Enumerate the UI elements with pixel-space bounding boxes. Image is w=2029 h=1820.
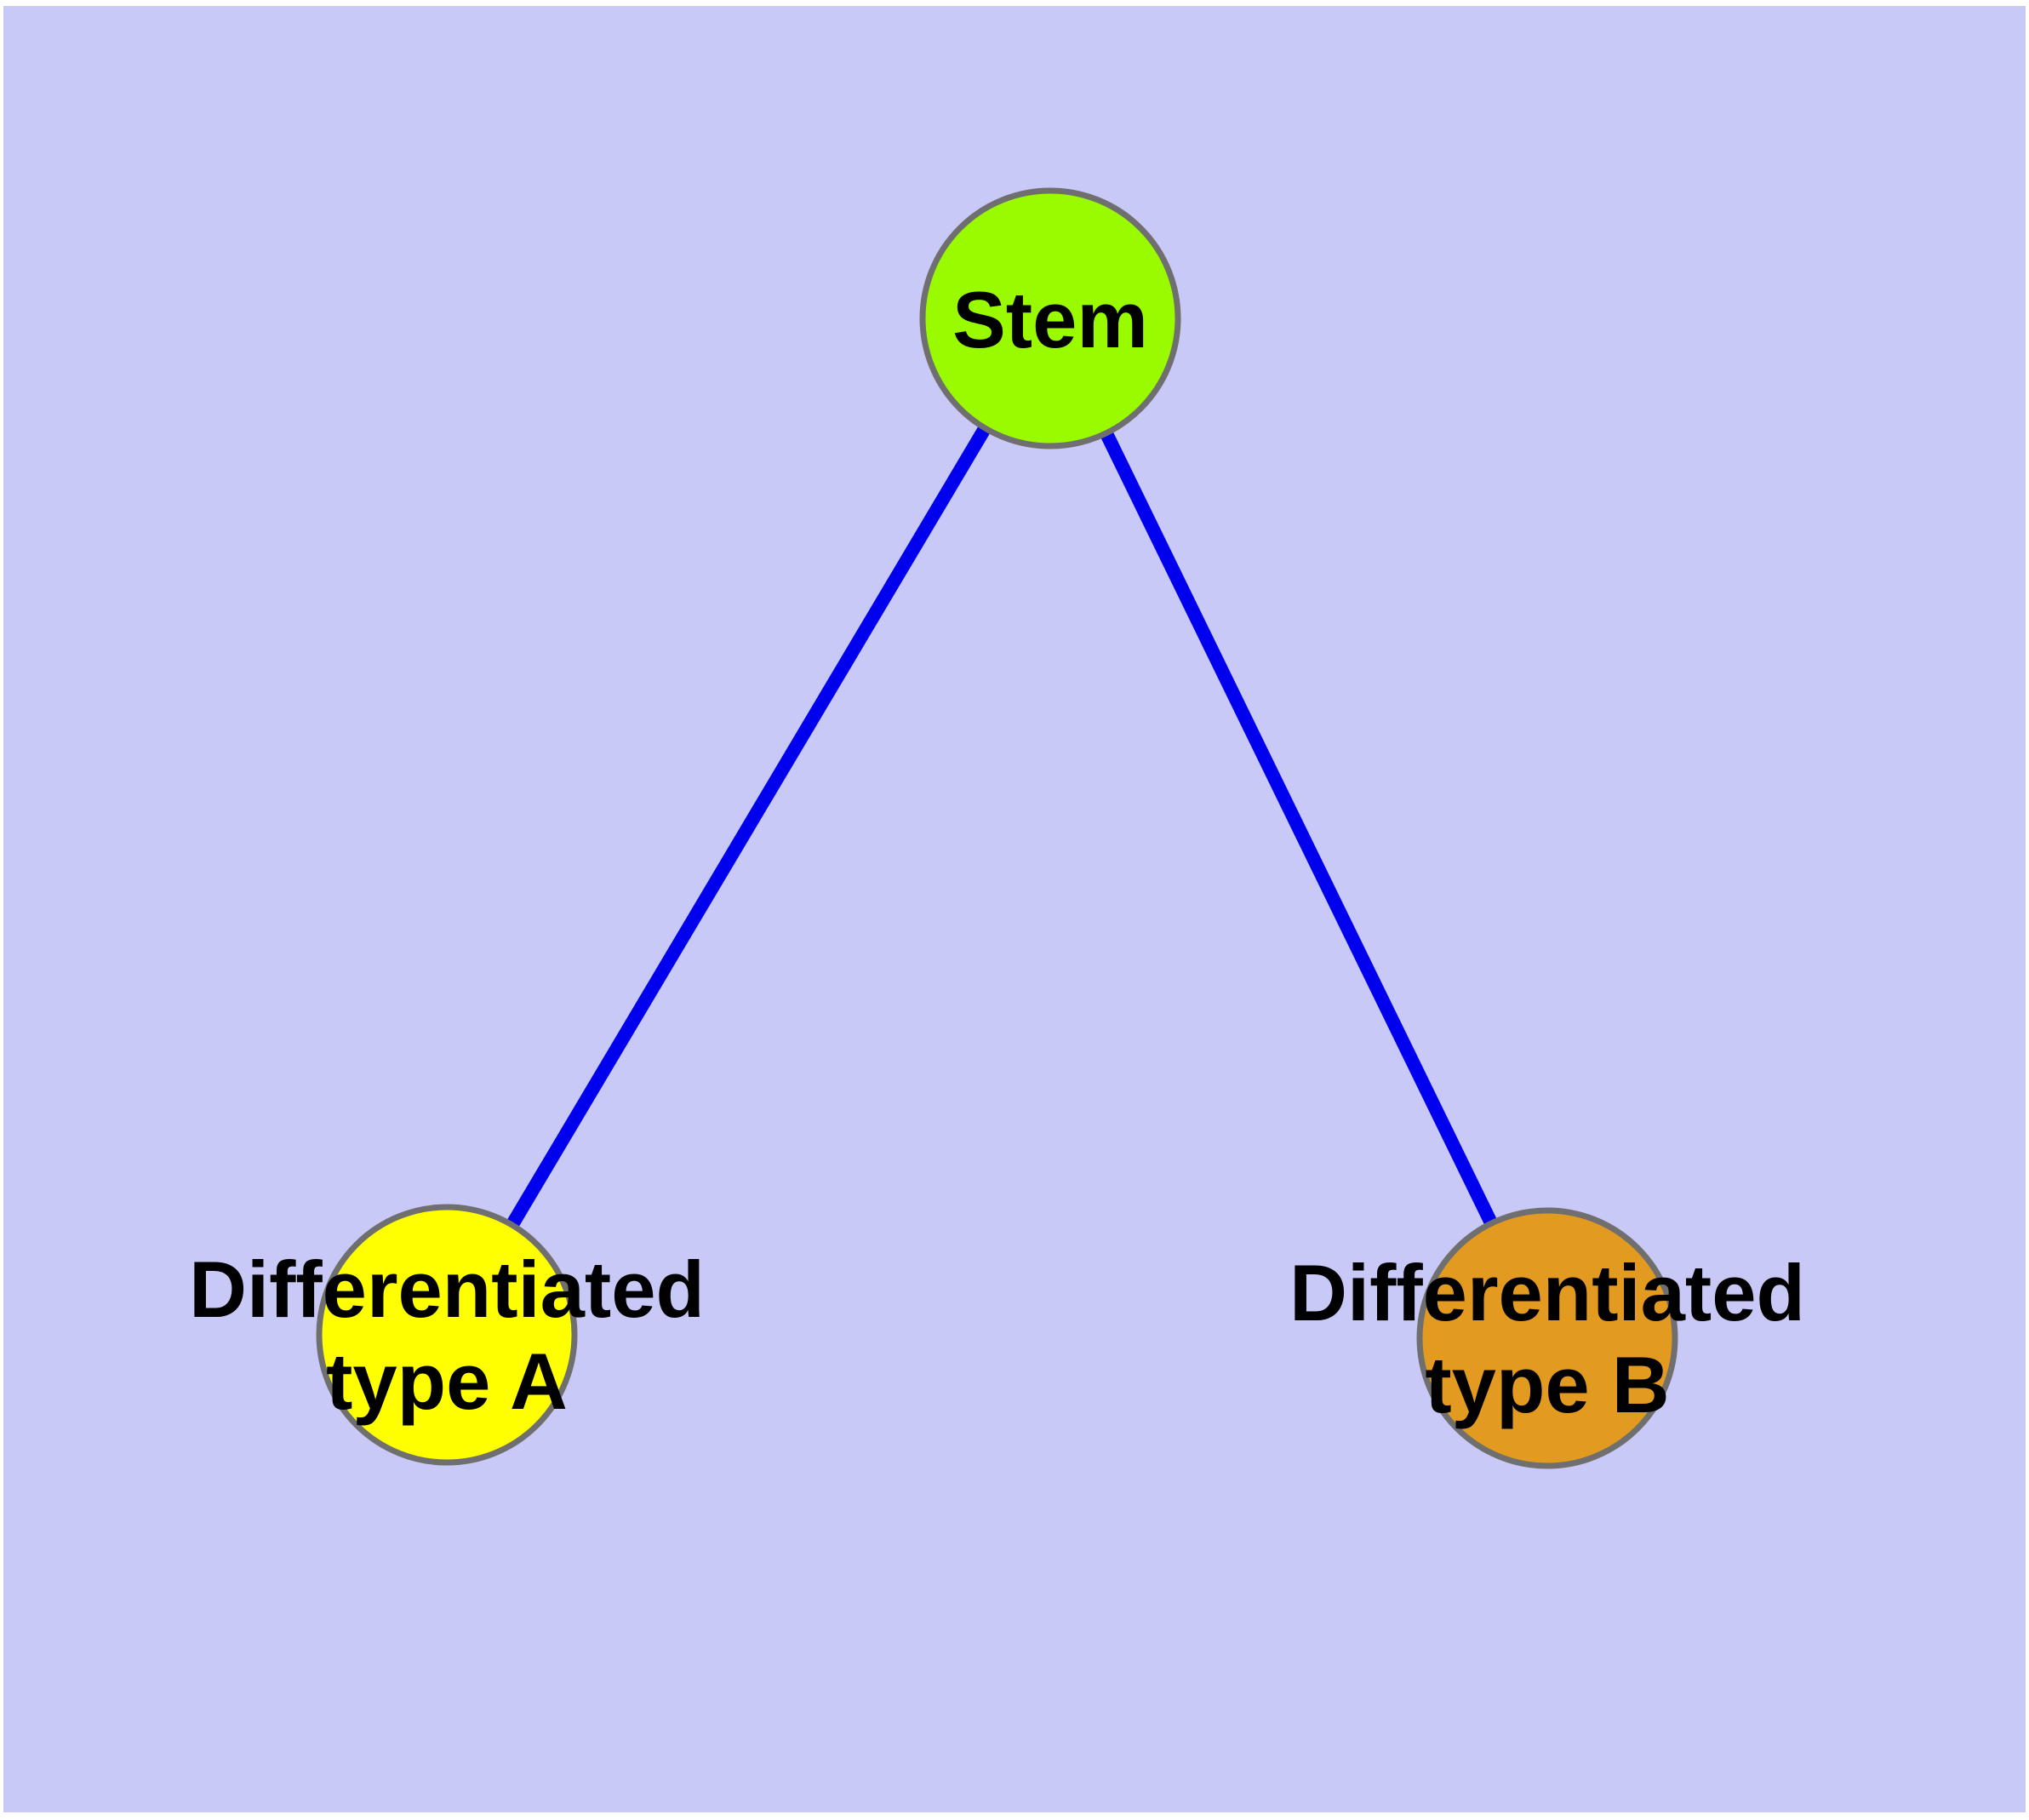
node-differentiated-type-b — [1416, 1207, 1678, 1469]
node-type-b-label-line2: type B — [1425, 1340, 1669, 1429]
node-type-a-label-line2: type A — [326, 1336, 568, 1426]
edge-stem-to-type-a — [441, 314, 1056, 1339]
node-differentiated-type-a — [316, 1204, 578, 1466]
node-type-a-label-line1: Differentiated — [189, 1245, 705, 1334]
node-type-b-label-line1: Differentiated — [1289, 1248, 1805, 1337]
node-stem-label: Stem — [952, 275, 1148, 364]
edge-stem-to-type-b — [1043, 315, 1554, 1342]
node-stem — [919, 187, 1181, 449]
